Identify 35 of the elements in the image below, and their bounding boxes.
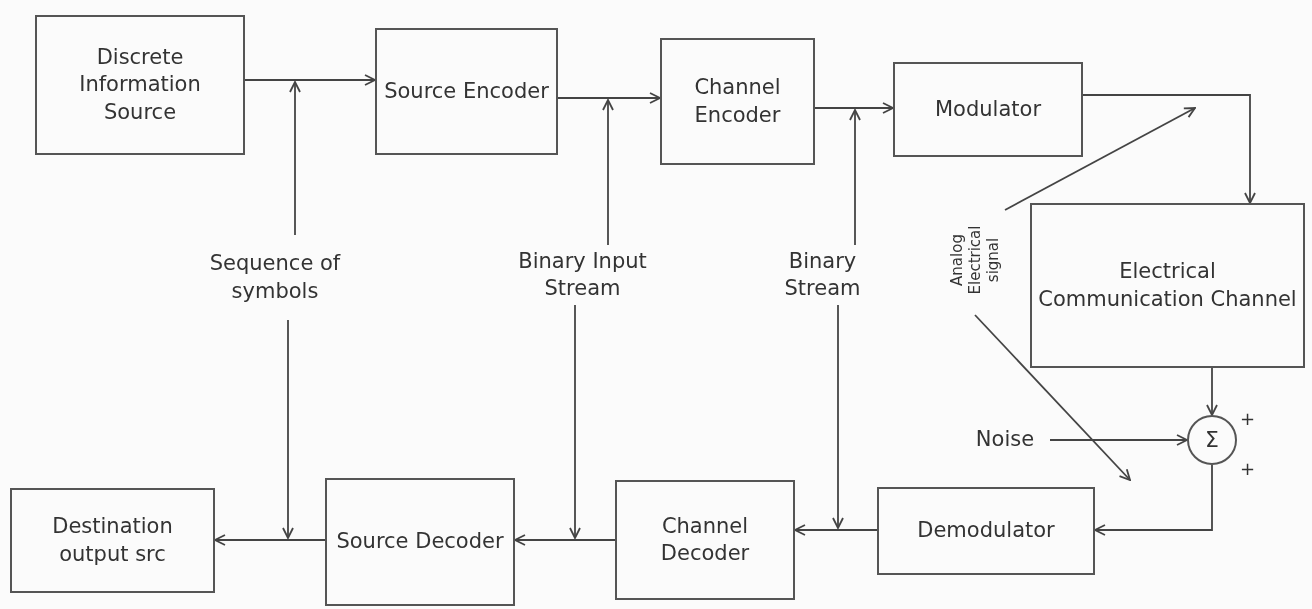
arrow — [1206, 367, 1218, 416]
pointer-arrow — [974, 314, 1131, 481]
arrow — [1094, 464, 1213, 536]
process-box: Modulator — [893, 62, 1083, 157]
signal-label: Analog Electrical signal — [945, 205, 1005, 315]
arrow — [814, 102, 894, 114]
pointer-arrow — [832, 304, 844, 529]
sign-label: + — [1240, 408, 1256, 429]
pointer-arrow — [1004, 107, 1196, 211]
summing-junction: Σ — [1187, 415, 1237, 465]
process-box: Source Decoder — [325, 478, 515, 606]
process-box: Destination output src — [10, 488, 215, 593]
process-box: Source Encoder — [375, 28, 558, 155]
signal-label: Noise — [960, 420, 1050, 460]
pointer-arrow — [569, 304, 581, 539]
sign-label: + — [1240, 458, 1256, 479]
pointer-arrow — [602, 99, 614, 246]
arrow — [1082, 94, 1256, 204]
signal-label: Binary Input Stream — [485, 245, 680, 305]
signal-label: Sequence of symbols — [175, 235, 375, 320]
arrow — [244, 74, 376, 86]
process-box: Channel Encoder — [660, 38, 815, 165]
arrow — [1049, 434, 1188, 446]
arrow — [794, 524, 878, 536]
process-box: Discrete Information Source — [35, 15, 245, 155]
pointer-arrow — [849, 109, 861, 246]
arrow — [557, 92, 661, 104]
pointer-arrow — [282, 319, 294, 539]
pointer-arrow — [289, 81, 301, 236]
arrow — [214, 534, 326, 546]
process-box: Demodulator — [877, 487, 1095, 575]
signal-label: Binary Stream — [760, 245, 885, 305]
arrow — [514, 534, 616, 546]
process-box: Channel Decoder — [615, 480, 795, 600]
process-box: Electrical Communication Channel — [1030, 203, 1305, 368]
